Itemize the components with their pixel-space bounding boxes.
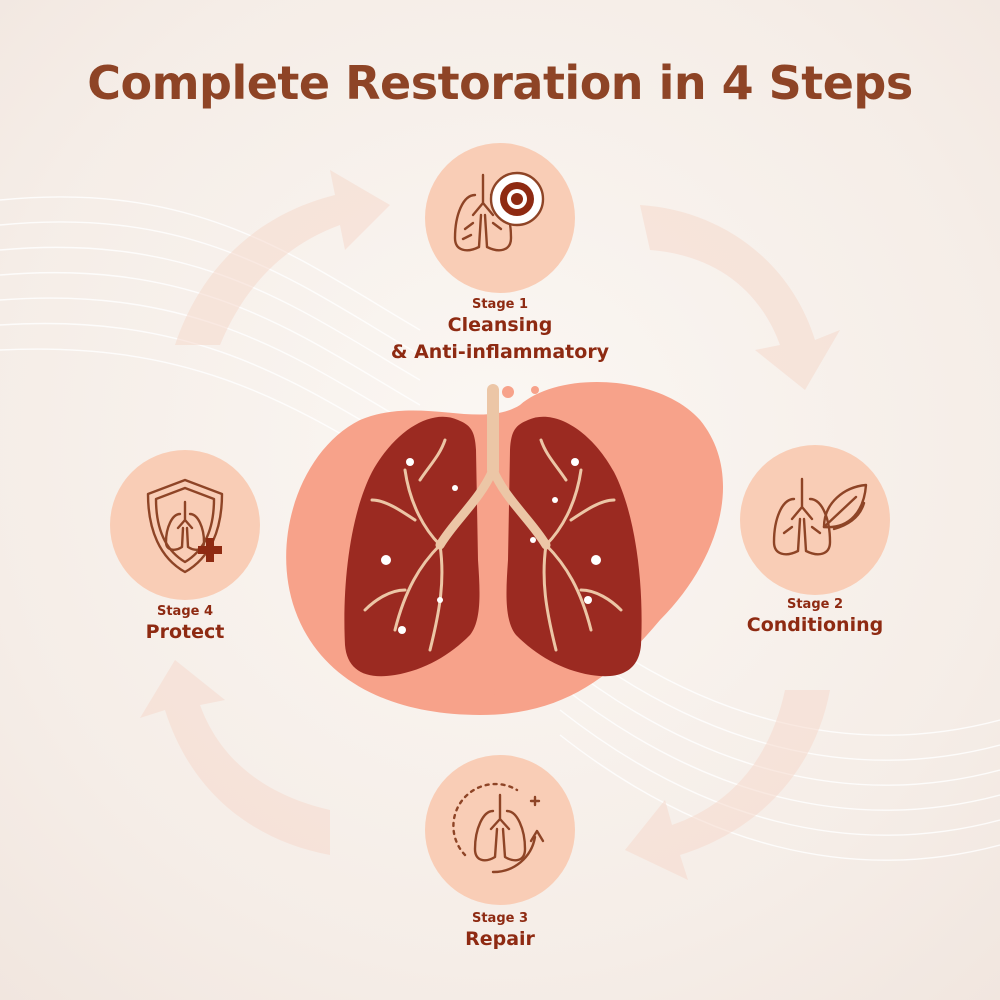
- page-title: Complete Restoration in 4 Steps: [87, 56, 913, 110]
- bubble: [531, 386, 539, 394]
- stage-1-name-line-1: Cleansing: [447, 314, 553, 336]
- stage-4: Stage 4 Protect: [110, 450, 260, 646]
- cycle-arrow-top-left: [175, 170, 390, 345]
- bubble: [502, 386, 514, 398]
- stage-4-number: Stage 4: [156, 604, 214, 619]
- cycle-arrow-bottom-left: [140, 660, 330, 855]
- stage-3-icon-circle: [425, 755, 575, 905]
- stage-3-name: Repair: [465, 928, 535, 950]
- bubble: [457, 697, 463, 703]
- stage-3-number: Stage 3: [471, 911, 529, 926]
- alveoli-dots: [381, 458, 601, 634]
- stage-2-icon-circle: [740, 445, 890, 595]
- cycle-arrow-bottom-right: [625, 690, 830, 880]
- cycle-arrows: [140, 170, 840, 880]
- lungs-shield-icon: [146, 478, 224, 574]
- stage-2-number: Stage 2: [786, 597, 844, 612]
- stage-1: Stage 1 Cleansing & Anti-inflammatory: [345, 143, 655, 366]
- trachea-and-bronchi: [363, 384, 623, 652]
- stage-2-name: Conditioning: [746, 614, 884, 636]
- stage-4-name: Protect: [145, 621, 225, 643]
- lungs-leaf-icon: [772, 477, 868, 556]
- lungs-refresh-icon: [452, 782, 545, 874]
- bubble: [491, 655, 509, 673]
- lungs-target-icon: [453, 171, 545, 252]
- stage-2: Stage 2 Conditioning: [740, 445, 890, 639]
- bubble: [485, 687, 495, 697]
- stage-1-icon-circle: [425, 143, 575, 293]
- stage-4-icon-circle: [110, 450, 260, 600]
- background-waves: [0, 196, 1000, 861]
- cycle-arrow-top-right: [640, 205, 840, 390]
- stage-1-name-line-2: & Anti-inflammatory: [390, 341, 610, 363]
- right-lung: [506, 416, 642, 677]
- left-lung: [344, 416, 480, 677]
- stage-1-number: Stage 1: [471, 297, 529, 312]
- stage-3: Stage 3 Repair: [425, 755, 575, 953]
